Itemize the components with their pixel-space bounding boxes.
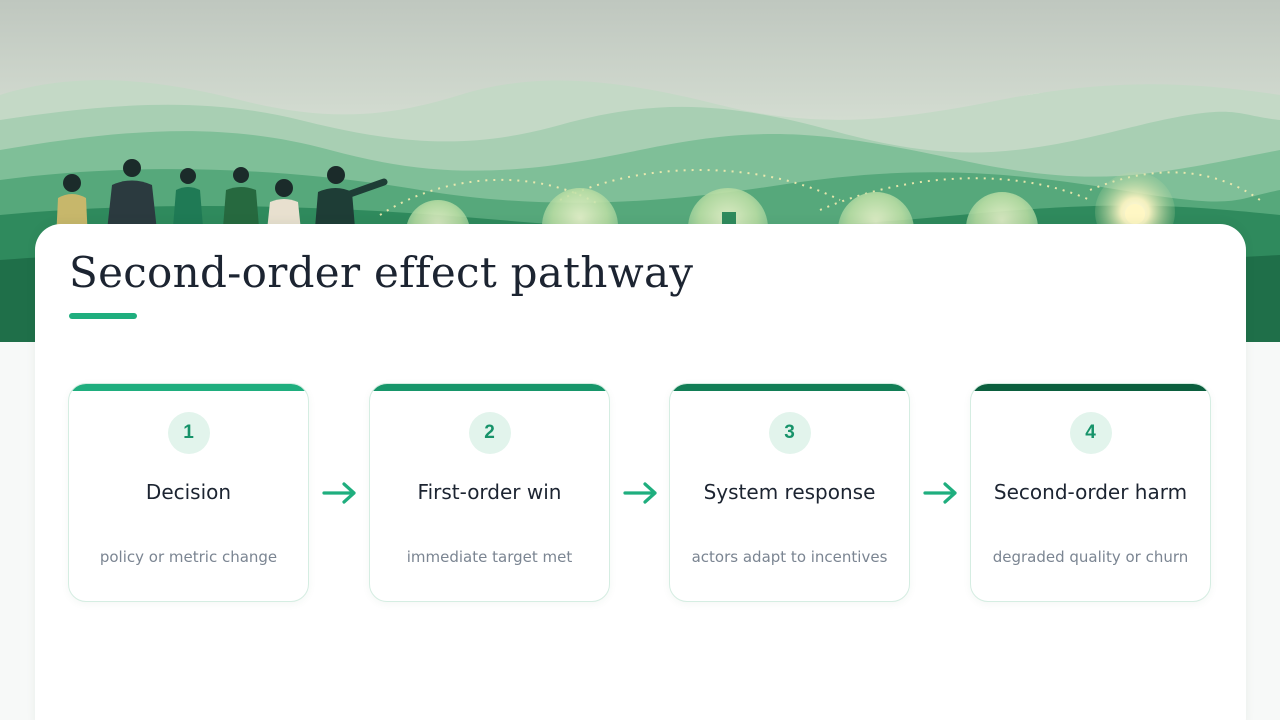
step-title: First-order win xyxy=(417,480,562,504)
step-number-badge: 3 xyxy=(768,412,811,454)
step-subtitle: policy or metric change xyxy=(99,548,278,566)
title-underline xyxy=(69,313,137,319)
step-top-bar xyxy=(670,384,909,391)
step-title: Decision xyxy=(145,480,232,504)
arrow-right-icon xyxy=(322,482,356,504)
step-number-badge: 2 xyxy=(468,412,511,454)
step-number-badge: 1 xyxy=(167,412,210,454)
pathway-step-2: 2 First-order win immediate target met xyxy=(369,383,610,602)
content-card: Second-order effect pathway 1 Decision p… xyxy=(35,224,1246,720)
step-title: Second-order harm xyxy=(993,480,1188,504)
pathway-step-1: 1 Decision policy or metric change xyxy=(68,383,309,602)
step-subtitle: degraded quality or churn xyxy=(992,548,1189,566)
step-number-badge: 4 xyxy=(1069,412,1112,454)
step-subtitle: actors adapt to incentives xyxy=(691,548,888,566)
step-top-bar xyxy=(69,384,308,391)
step-top-bar xyxy=(370,384,609,391)
arrow-right-icon xyxy=(623,482,657,504)
step-subtitle: immediate target met xyxy=(406,548,573,566)
step-top-bar xyxy=(971,384,1210,391)
page-title: Second-order effect pathway xyxy=(69,248,694,297)
arrow-right-icon xyxy=(923,482,957,504)
step-title: System response xyxy=(703,480,876,504)
pathway-step-4: 4 Second-order harm degraded quality or … xyxy=(970,383,1211,602)
pathway-step-3: 3 System response actors adapt to incent… xyxy=(669,383,910,602)
